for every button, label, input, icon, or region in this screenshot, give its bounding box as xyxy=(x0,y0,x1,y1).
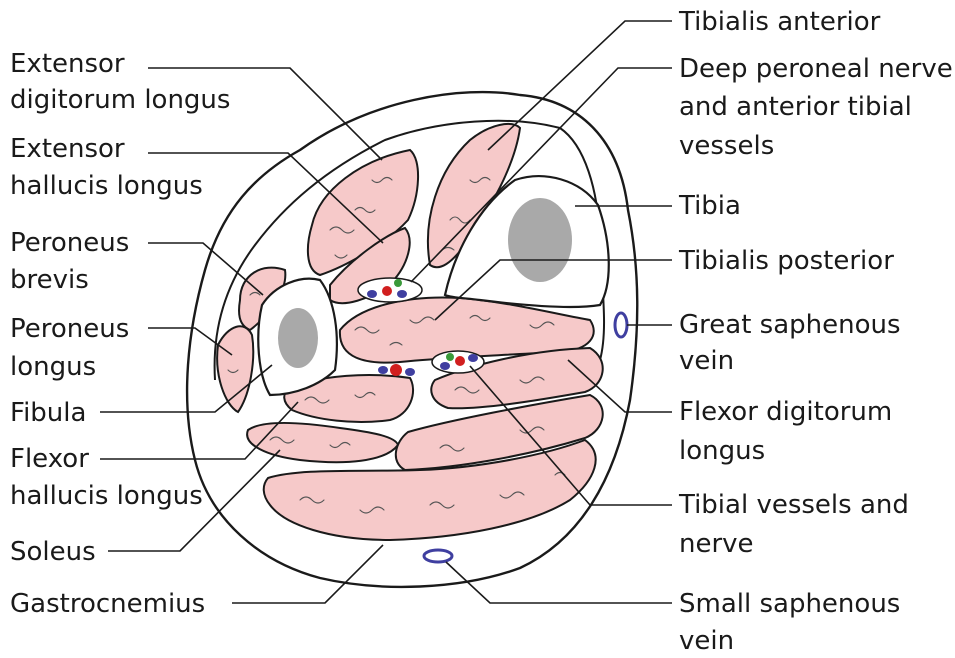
leader-gastrocnemius xyxy=(232,544,384,604)
small-saphenous-vein-vessel xyxy=(422,548,454,564)
label-deep-peroneal-nerve: Deep peroneal nerve and anterior tibial … xyxy=(679,54,955,161)
great-saphenous-vein-vessel xyxy=(613,311,629,339)
label-small-saphenous-vein: Small saphenous vein xyxy=(679,589,909,656)
label-fibula: Fibula xyxy=(10,398,86,428)
leader-peroneus-longus xyxy=(148,327,233,356)
right-labels: Tibialis anterior Deep peroneal nerve an… xyxy=(678,7,955,656)
leader-deep-peroneal xyxy=(410,67,672,283)
label-peroneus-brevis: Peroneus brevis xyxy=(10,228,138,295)
label-extensor-hallucis-longus: Extensor hallucis longus xyxy=(10,134,203,201)
leader-soleus xyxy=(108,449,281,552)
leader-tibialis-anterior xyxy=(487,20,672,151)
leader-flexor-digitorum-longus xyxy=(567,359,672,413)
flexor-hallucis-longus-muscle xyxy=(283,374,415,423)
leader-tibialis-posterior xyxy=(434,259,672,321)
tibial-neurovascular-bundle xyxy=(431,350,485,374)
left-labels: Extensor digitorum longus Extensor hallu… xyxy=(10,49,230,619)
muscles xyxy=(216,123,604,542)
tibialis-posterior-muscle xyxy=(338,296,595,364)
gastrocnemius-muscle xyxy=(262,438,597,542)
leader-extensor-hallucis-longus xyxy=(148,152,384,244)
anterior-neurovascular-bundle xyxy=(357,277,423,303)
label-tibialis-posterior: Tibialis posterior xyxy=(678,246,894,276)
label-tibia: Tibia xyxy=(678,191,741,221)
leader-lines xyxy=(100,20,672,604)
peroneus-longus-muscle xyxy=(216,325,255,414)
label-peroneus-longus: Peroneus longus xyxy=(10,314,138,382)
muscle-texture xyxy=(227,176,566,514)
label-gastrocnemius: Gastrocnemius xyxy=(10,589,205,619)
label-tibialis-anterior: Tibialis anterior xyxy=(678,7,881,37)
label-extensor-digitorum-longus: Extensor digitorum longus xyxy=(10,49,230,115)
label-flexor-hallucis-longus: Flexor hallucis longus xyxy=(10,444,203,511)
leader-fibula xyxy=(100,364,273,413)
label-tibial-vessels-nerve: Tibial vessels and nerve xyxy=(678,490,917,559)
label-great-saphenous-vein: Great saphenous vein xyxy=(679,310,909,376)
tibia-marrow xyxy=(508,198,572,282)
extensor-digitorum-longus-muscle xyxy=(306,148,420,277)
leader-flexor-hallucis-longus xyxy=(100,401,299,460)
fibula-marrow xyxy=(278,308,318,368)
leader-peroneus-brevis xyxy=(148,242,264,296)
peroneal-vessels xyxy=(378,364,415,376)
label-flexor-digitorum-longus: Flexor digitorum longus xyxy=(679,397,900,466)
leader-tibial-vessels xyxy=(469,365,672,506)
label-soleus: Soleus xyxy=(10,537,96,567)
extensor-hallucis-longus-muscle xyxy=(329,226,411,305)
leader-extensor-digitorum-longus xyxy=(148,67,383,161)
leader-small-saphenous xyxy=(445,561,672,604)
